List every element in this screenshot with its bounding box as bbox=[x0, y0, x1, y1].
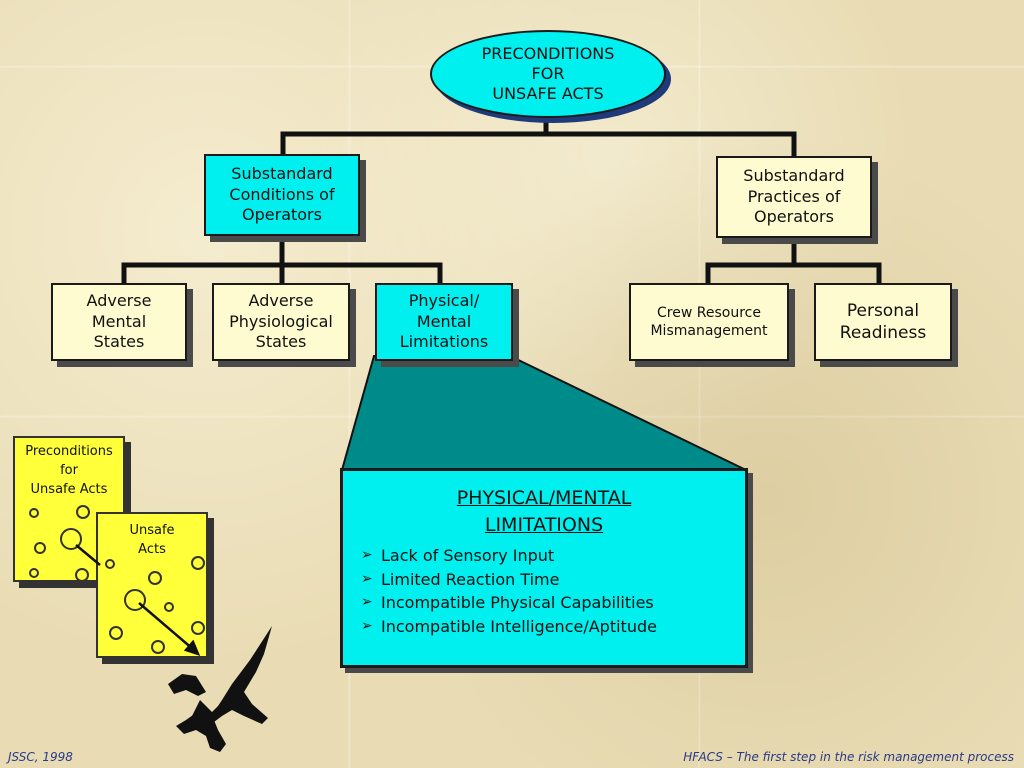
arrow-bullet-icon: ➢ bbox=[361, 594, 373, 611]
list-item-text: Incompatible Intelligence/Aptitude bbox=[381, 616, 657, 636]
cheese-holes-icon bbox=[29, 505, 90, 580]
preconditions-root-node: PRECONDITIONS FOR UNSAFE ACTS bbox=[430, 30, 666, 118]
list-item-text: Incompatible Physical Capabilities bbox=[381, 593, 654, 613]
list-item: ➢ Lack of Sensory Input bbox=[361, 544, 731, 568]
adverse-mental-states-label: Adverse Mental States bbox=[86, 290, 152, 352]
arrow-bullet-icon: ➢ bbox=[361, 570, 373, 587]
footer-right-text: HFACS – The first step in the risk manag… bbox=[683, 750, 1014, 764]
personal-readiness-node: Personal Readiness bbox=[814, 283, 952, 361]
preconditions-card-label: Preconditions for Unsafe Acts bbox=[25, 444, 113, 497]
limitations-detail-box: PHYSICAL/MENTAL LIMITATIONS ➢ Lack of Sen… bbox=[340, 468, 748, 668]
personal-readiness-label: Personal Readiness bbox=[839, 300, 927, 343]
substandard-conditions-label: Substandard Conditions of Operators bbox=[229, 163, 335, 225]
list-item: ➢ Incompatible Intelligence/Aptitude bbox=[361, 615, 731, 639]
substandard-practices-node: Substandard Practices of Operators bbox=[716, 156, 872, 238]
detail-title: PHYSICAL/MENTAL LIMITATIONS bbox=[456, 487, 632, 536]
crew-resource-mismanagement-node: Crew Resource Mismanagement bbox=[629, 283, 789, 361]
list-item-text: Limited Reaction Time bbox=[381, 569, 560, 589]
unsafe-acts-card-label: Unsafe Acts bbox=[129, 523, 175, 557]
list-item: ➢ Limited Reaction Time bbox=[361, 568, 731, 592]
substandard-conditions-node: Substandard Conditions of Operators bbox=[204, 154, 360, 236]
adverse-mental-states-node: Adverse Mental States bbox=[51, 283, 187, 361]
arrow-bullet-icon: ➢ bbox=[361, 547, 373, 564]
crew-resource-mismanagement-label: Crew Resource Mismanagement bbox=[650, 304, 768, 339]
root-node-label: PRECONDITIONS FOR UNSAFE ACTS bbox=[481, 44, 615, 103]
list-item-text: Lack of Sensory Input bbox=[381, 546, 555, 566]
list-item: ➢ Incompatible Physical Capabilities bbox=[361, 591, 731, 615]
limitations-list: ➢ Lack of Sensory Input ➢ Limited Reaction… bbox=[357, 544, 731, 638]
physical-mental-limitations-label: Physical/ Mental Limitations bbox=[399, 290, 489, 352]
substandard-practices-label: Substandard Practices of Operators bbox=[743, 165, 845, 227]
adverse-physiological-states-label: Adverse Physiological States bbox=[229, 290, 333, 352]
physical-mental-limitations-node: Physical/ Mental Limitations bbox=[375, 283, 513, 361]
adverse-physiological-states-node: Adverse Physiological States bbox=[212, 283, 350, 361]
footer-left-text: JSSC, 1998 bbox=[8, 750, 73, 764]
arrow-bullet-icon: ➢ bbox=[361, 617, 373, 634]
